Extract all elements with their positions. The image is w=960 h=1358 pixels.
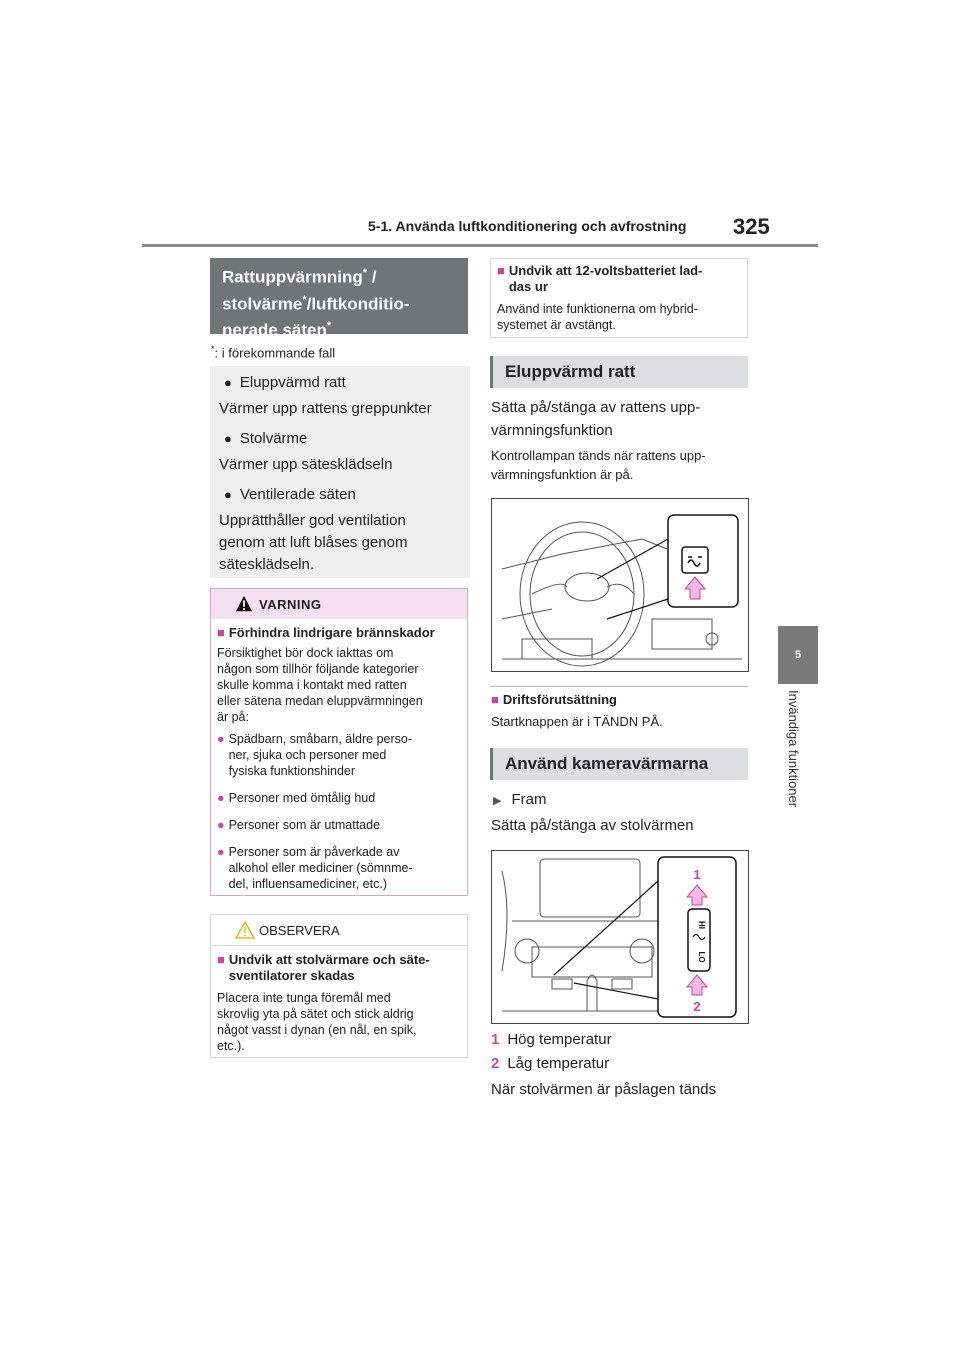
chapter-title: 5-1. Använda luftkonditionering och avfr… xyxy=(368,218,687,234)
warning-bullet: ●Personer som är utmattade xyxy=(217,818,381,832)
feature-heading: Eluppvärmd ratt xyxy=(224,374,346,391)
feature-desc: Värmer upp sätesklädseln xyxy=(219,456,393,473)
closing-text: När stolvärmen är påslagen tänds xyxy=(491,1081,717,1098)
heated-wheel-note: Kontrollampan tänds när rattens upp- vär… xyxy=(491,448,706,482)
feature-desc: sätesklädseln. xyxy=(219,556,315,573)
feature-heading: Ventilerade säten xyxy=(224,486,356,503)
warning-box: VARNING ■Förhindra lindrigare brännskado… xyxy=(210,588,468,896)
operating-text: Startknappen är i TÄNDN PÅ. xyxy=(491,714,663,729)
caution-icon xyxy=(235,921,255,939)
section-title-seat-heaters: Använd kameravärmarna xyxy=(490,748,748,780)
notice-label: OBSERVERA xyxy=(259,923,340,938)
warning-header: VARNING xyxy=(211,589,467,619)
feature-heading: Stolvärme xyxy=(224,430,308,447)
side-tab: 5 xyxy=(778,626,818,684)
warning-label: VARNING xyxy=(259,597,322,612)
seat-heater-body: Sätta på/stänga av stolvärmen xyxy=(491,817,694,834)
section-title-heating: Rattuppvärmning* / stolvärme*/luftkondit… xyxy=(210,258,468,340)
warning-icon xyxy=(235,595,253,612)
feature-desc: Värmer upp rattens greppunkter xyxy=(219,400,432,417)
warning-text: Försiktighet bör dock iakttas om någon s… xyxy=(217,646,423,724)
switch-hi-text: HI xyxy=(697,921,706,929)
section-title-heated-wheel: Eluppvärmd ratt xyxy=(490,356,748,388)
heated-wheel-body: Sätta på/stänga av rattens upp- värmning… xyxy=(491,399,701,439)
battery-heading: ■Undvik att 12-voltsbatteriet lad-das ur xyxy=(497,263,703,294)
warning-bullet: ●Spädbarn, småbarn, äldre perso-ner, sju… xyxy=(217,732,412,778)
dashboard-drawing: 1 HI LO 2 xyxy=(501,856,737,1018)
notice-heading: ■Undvik att stolvärmare och säte-sventil… xyxy=(217,952,430,983)
page-number: 325 xyxy=(733,214,770,239)
battery-box: ■Undvik att 12-voltsbatteriet lad-das ur… xyxy=(490,258,748,338)
feature-desc: Upprätthåller god ventilation xyxy=(219,512,406,529)
notice-header: OBSERVERA xyxy=(211,915,467,946)
callout-2: 2 xyxy=(693,999,700,1014)
front-label: ▶Fram xyxy=(493,791,547,808)
feature-list: Eluppvärmd ratt Värmer upp rattens grepp… xyxy=(210,366,470,578)
steering-wheel-drawing xyxy=(501,514,742,667)
feature-desc: genom att luft blåses genom xyxy=(219,534,408,551)
footnote: *: i förekommande fall xyxy=(211,344,336,361)
operating-heading: ■Driftsförutsättning xyxy=(491,692,617,707)
side-tab-label: Invändiga funktioner xyxy=(786,690,801,808)
side-tab-number: 5 xyxy=(794,649,802,661)
triangle-bullet-icon: ▶ xyxy=(493,795,502,807)
seat-heater-illustration: 1 HI LO 2 xyxy=(491,850,749,1024)
warning-bullet: ●Personer med ömtålig hud xyxy=(217,791,376,805)
steering-wheel-illustration xyxy=(491,498,749,672)
switch-lo-text: LO xyxy=(697,951,706,962)
warning-heading: ■Förhindra lindrigare brännskador xyxy=(217,625,435,640)
header-rule xyxy=(142,244,818,247)
notice-box: OBSERVERA ■Undvik att stolvärmare och sä… xyxy=(210,914,468,1058)
callout-1: 1 xyxy=(693,867,700,882)
notice-text: Placera inte tunga föremål med skrovlig … xyxy=(217,991,417,1053)
divider xyxy=(490,686,748,687)
battery-text: Använd inte funktionerna om hybrid- syst… xyxy=(497,302,698,332)
